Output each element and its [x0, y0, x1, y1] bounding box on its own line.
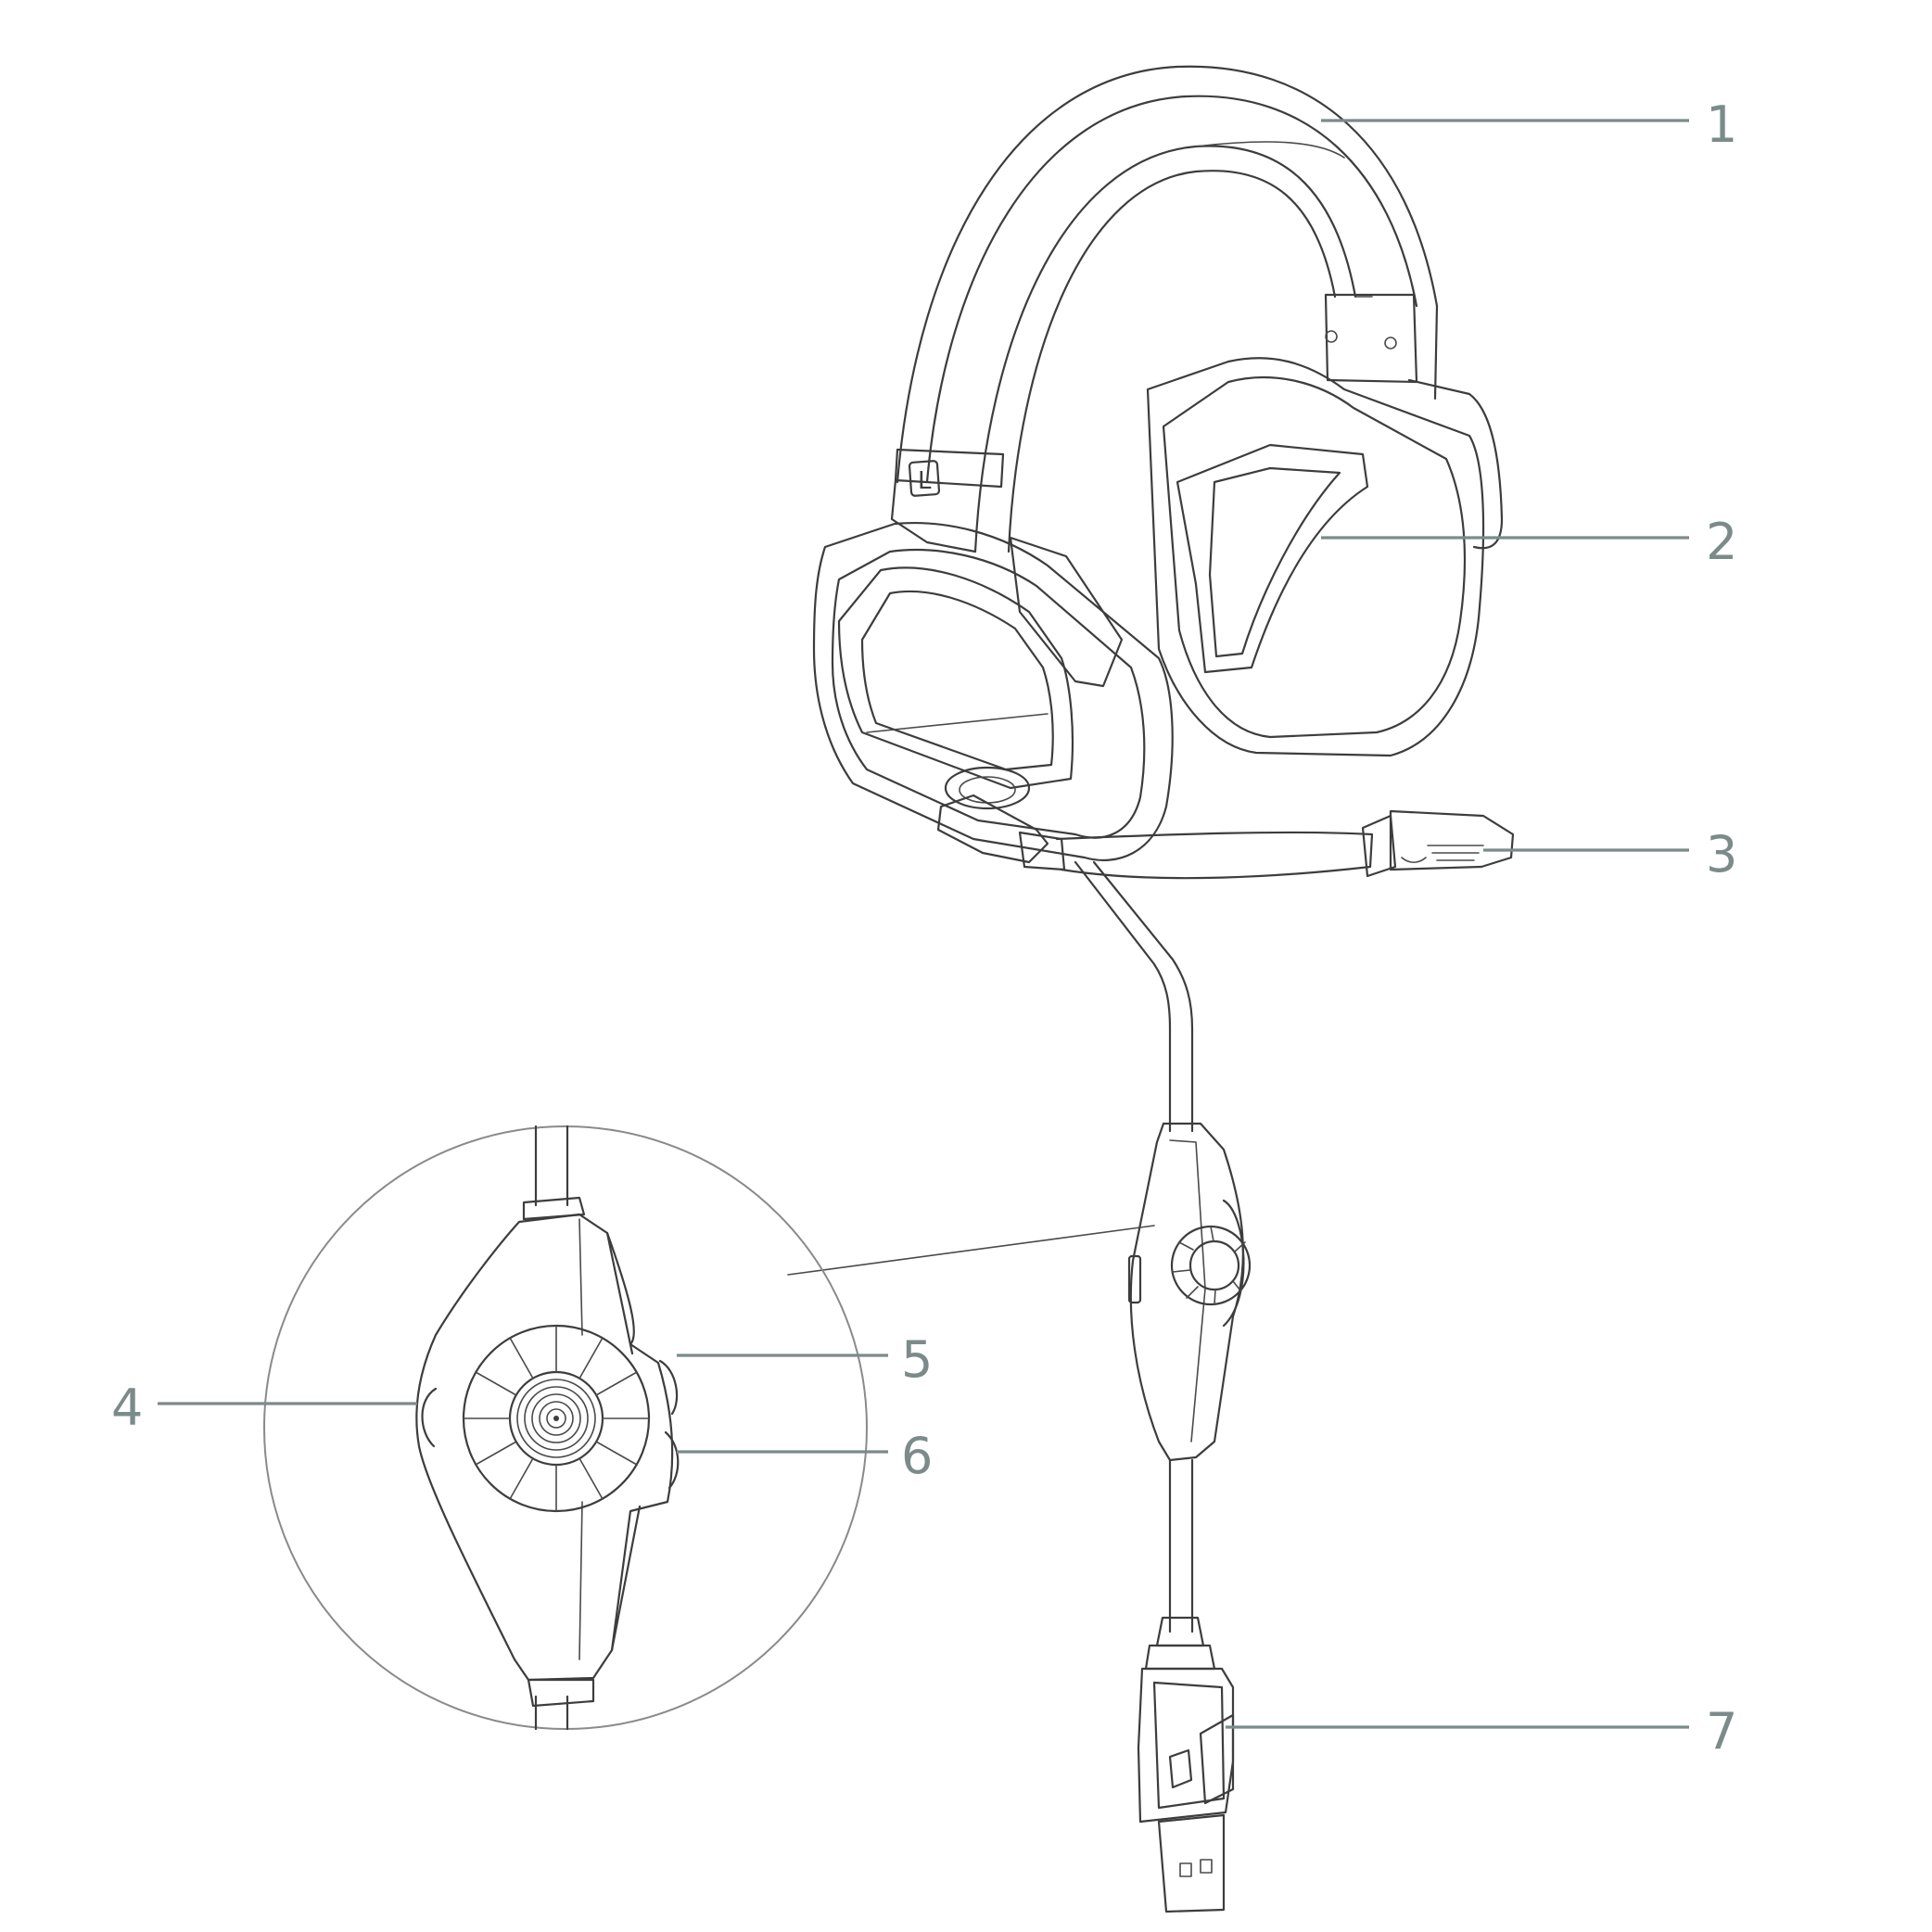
left-side-mark: L	[918, 467, 932, 495]
callout-7: 7	[1226, 1702, 1737, 1760]
callout-3-label: 3	[1706, 825, 1737, 883]
zoom-circle	[263, 1125, 868, 1730]
right-ear-cup	[1146, 357, 1504, 757]
callouts: 1 2 3 4 5 6 7	[111, 95, 1737, 1760]
left-ear-cup	[812, 521, 1174, 861]
callout-5: 5	[677, 1330, 933, 1389]
callout-6-label: 6	[901, 1427, 933, 1485]
callout-2: 2	[1321, 513, 1737, 571]
cable	[1074, 860, 1194, 1633]
callout-3: 3	[1483, 825, 1737, 883]
microphone-boom	[936, 794, 1515, 880]
headband: L	[890, 65, 1439, 553]
callout-4-label: 4	[111, 1379, 143, 1437]
callout-6: 6	[677, 1427, 933, 1485]
callout-5-label: 5	[901, 1330, 933, 1389]
zoom-detail	[263, 1125, 1155, 1731]
callout-1-label: 1	[1706, 95, 1737, 154]
inline-remote	[1127, 1122, 1252, 1462]
callout-7-label: 7	[1706, 1702, 1737, 1760]
callout-2-label: 2	[1706, 513, 1737, 571]
usb-plug	[1137, 1616, 1235, 1913]
callout-1: 1	[1321, 95, 1737, 154]
callout-4: 4	[111, 1379, 417, 1437]
